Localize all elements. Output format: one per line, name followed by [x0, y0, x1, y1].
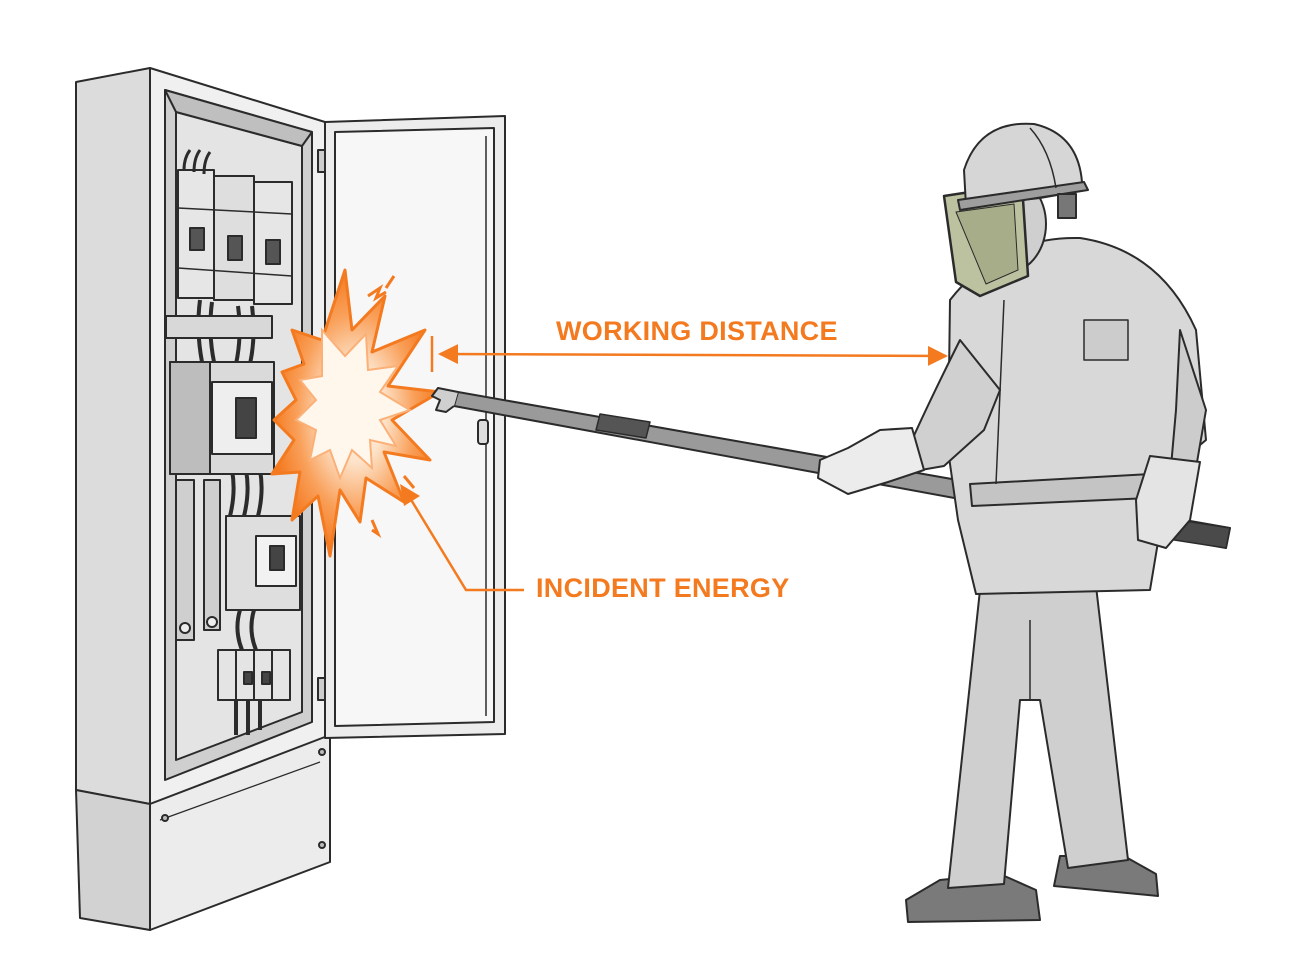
incident-energy-label: INCIDENT ENERGY: [536, 573, 790, 603]
electrical-panel: [75, 67, 331, 931]
molded-case-breaker: [169, 361, 275, 475]
worker-in-arc-suit-icon: [817, 122, 1207, 923]
incident-energy-leader: [400, 484, 524, 592]
lower-breaker: [225, 515, 301, 611]
arc-flash-burst-icon: [270, 268, 442, 558]
contactor-block: [217, 649, 291, 701]
working-distance-label: WORKING DISTANCE: [556, 316, 838, 346]
main-breakers: [177, 149, 293, 305]
